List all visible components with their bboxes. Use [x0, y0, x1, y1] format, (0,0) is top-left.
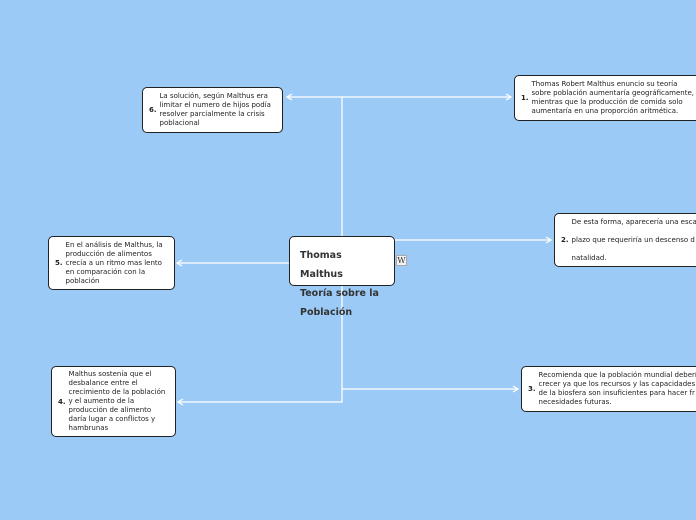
subtopic-node-6[interactable]: 6. La solución, según Malthus era limita…	[142, 87, 283, 133]
node-number: 4.	[58, 397, 66, 406]
node-text: Thomas Robert Malthus enuncio su teoría …	[531, 80, 694, 115]
wikipedia-icon[interactable]: W	[396, 255, 407, 266]
arrowhead-node-4	[176, 398, 184, 406]
node-text: Recomienda que la población mundial debe…	[538, 371, 696, 406]
central-topic[interactable]: Thomas Malthus Teoría sobre la Población	[289, 236, 395, 318]
arrowhead-node-6	[285, 93, 293, 101]
subtopic-node-4[interactable]: 4. Malthus sostenía que el desbalance en…	[51, 366, 176, 437]
arrowhead-node-5	[175, 259, 183, 267]
arrowhead-node-1	[505, 93, 513, 101]
connector-node-4	[179, 389, 343, 403]
subtopic-node-5[interactable]: 5. En el análisis de Malthus, la producc…	[48, 236, 175, 290]
node-text: Malthus sostenía que el desbalance entre…	[68, 370, 166, 432]
node-number: 3.	[528, 385, 536, 393]
subtopic-node-2[interactable]: 2. De esta forma, aparecería una esca pl…	[554, 213, 696, 267]
arrowhead-node-2	[545, 236, 553, 244]
central-topic-title: Thomas Malthus Teoría sobre la Población	[300, 250, 379, 318]
node-number: 2.	[561, 236, 569, 244]
node-text: La solución, según Malthus era limitar e…	[159, 92, 271, 127]
connector-node-3	[341, 286, 517, 390]
node-number: 6.	[149, 106, 157, 114]
connector-node-1	[341, 96, 510, 236]
arrowhead-node-3	[512, 385, 520, 393]
node-number: 1.	[521, 94, 529, 102]
node-text: De esta forma, aparecería una esca plazo…	[571, 217, 696, 262]
node-text: En el análisis de Malthus, la producción…	[65, 240, 163, 285]
subtopic-node-3[interactable]: 3. Recomienda que la población mundial d…	[521, 366, 696, 412]
subtopic-node-1[interactable]: 1. Thomas Robert Malthus enuncio su teor…	[514, 75, 696, 121]
node-number: 5.	[55, 259, 63, 267]
